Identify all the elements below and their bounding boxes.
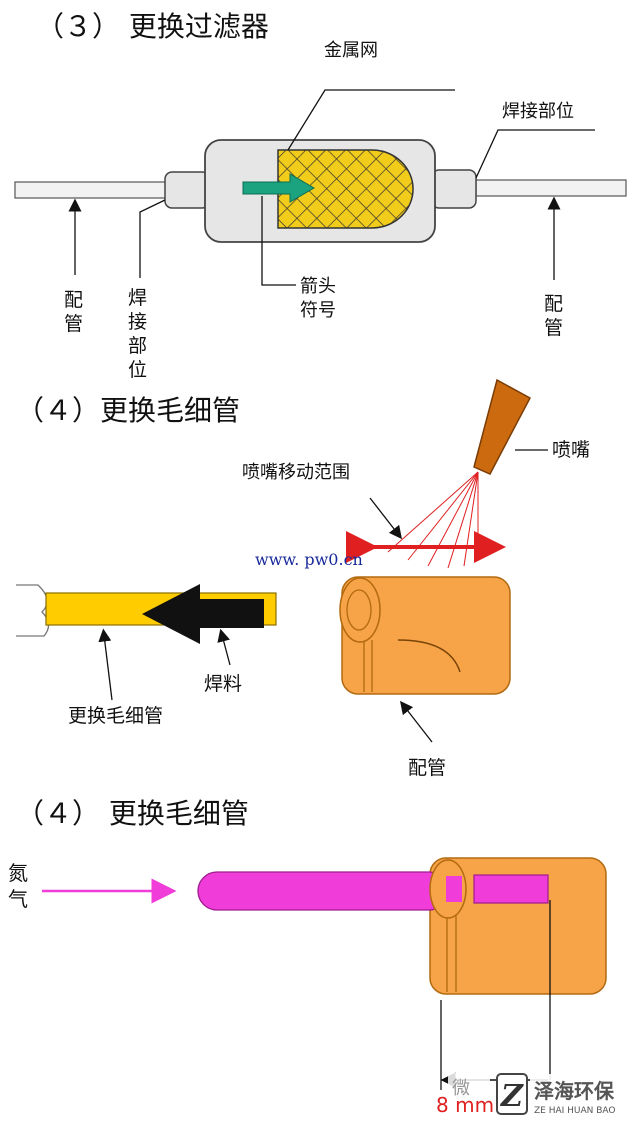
solder-leader: [217, 628, 231, 666]
pipe-left-label-1: 配: [64, 289, 83, 311]
left-pipe: [14, 181, 168, 199]
section-4b-title: （４） 更换毛细管: [16, 797, 249, 830]
pink-capillary-inside: [446, 876, 462, 902]
nozzle-label: 喷嘴: [552, 439, 590, 461]
mesh-label: 金属网: [324, 40, 378, 61]
brand-en: ZE HAI HUAN BAO: [534, 1106, 616, 1116]
right-pipe: [475, 179, 627, 197]
weld-left-label-3: 部: [128, 335, 147, 357]
weld-left-label-1: 焊: [128, 287, 147, 309]
pipe-right-label-2: 管: [544, 317, 563, 339]
nozzle-range-label: 喷嘴移动范围: [242, 462, 350, 483]
section-4a-title: （４）更换毛细管: [16, 394, 240, 427]
mesh-leader: [287, 89, 455, 151]
pipe-break-end: [16, 584, 50, 637]
svg-text:Z: Z: [500, 1079, 524, 1114]
copper-pipe: [341, 576, 511, 695]
watermark-url: www. pw0.cn: [255, 550, 363, 569]
right-weld-collar: [431, 169, 477, 209]
pipe-right-label-1: 配: [544, 293, 563, 315]
nozzle-range-leader: [369, 497, 402, 540]
flow-arrow-icon: [242, 173, 315, 203]
pink-capillary-inserted: [473, 874, 549, 904]
nitrogen-label-1: 氮: [8, 861, 28, 885]
wechat-mark: 微: [452, 1078, 470, 1099]
nitrogen-label-2: 气: [8, 887, 28, 911]
spray-lines: [387, 471, 479, 569]
weld-right-leader: [475, 129, 595, 179]
section-3-title: （３） 更换过滤器: [36, 10, 269, 43]
weld-left-label-2: 接: [128, 311, 147, 333]
new-capillary-leader: [98, 628, 113, 701]
arrow-symbol-label-2: 符号: [300, 300, 336, 321]
pipe-left-label-2: 管: [64, 313, 83, 335]
brand-cn: 泽海环保: [534, 1079, 615, 1103]
arrow-symbol-leader: [261, 196, 296, 286]
left-weld-collar: [164, 171, 210, 209]
pink-capillary: [197, 871, 449, 911]
weld-right-label: 焊接部位: [502, 101, 574, 122]
solder-label: 焊料: [204, 673, 242, 695]
brand-logo: 微 Z 泽海环保 ZE HAI HUAN BAO: [448, 1073, 638, 1118]
arrow-symbol-label-1: 箭头: [300, 276, 336, 297]
weld-left-label-4: 位: [128, 359, 147, 381]
solder-arrow-icon: [142, 584, 264, 644]
logo-mark-icon: [496, 1073, 528, 1115]
pipe-shading: [397, 639, 461, 673]
metal-mesh: [277, 149, 414, 229]
nozzle: [473, 378, 532, 475]
pipe-label: 配管: [408, 757, 446, 779]
weld-left-leader: [139, 199, 166, 278]
pipe-leader: [400, 700, 433, 743]
new-capillary-label: 更换毛细管: [68, 705, 163, 727]
pipe-opening-inner: [346, 589, 372, 631]
